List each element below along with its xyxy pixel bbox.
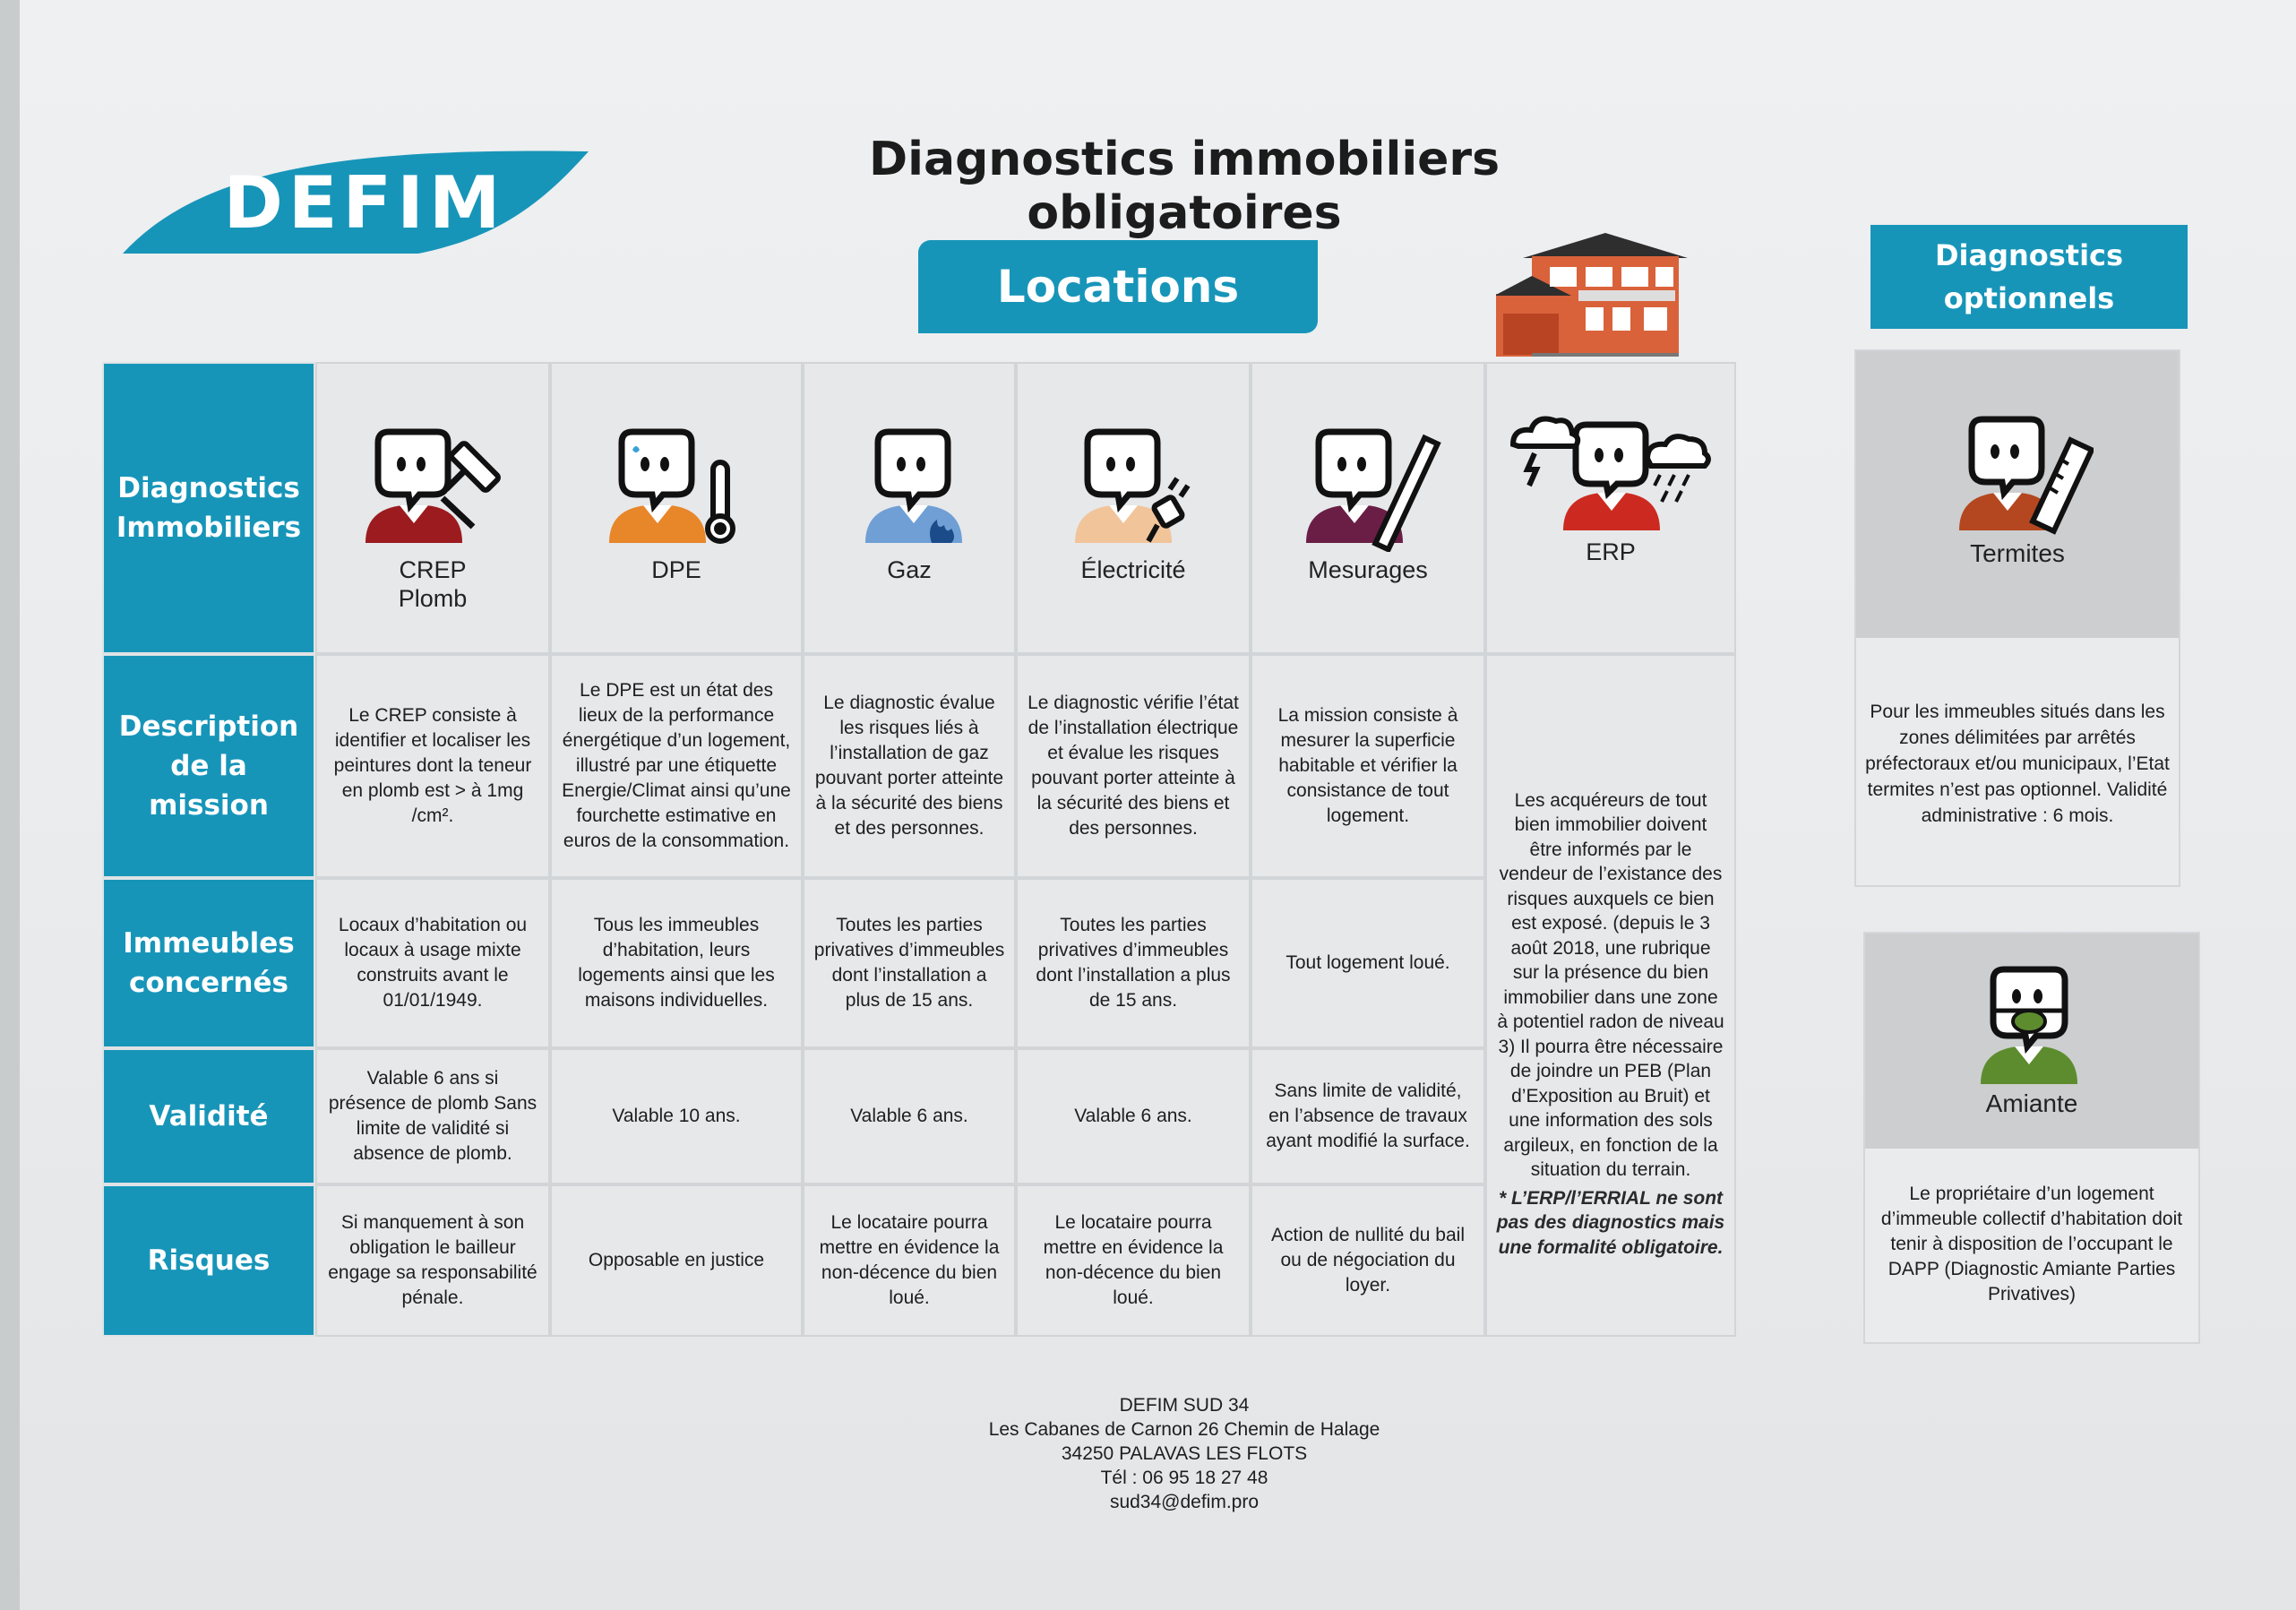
diag-label-gaz: Gaz [887, 556, 932, 583]
footer-phone: Tél : 06 95 18 27 48 [1100, 1468, 1268, 1488]
dpe-person-thermometer-icon [609, 428, 735, 544]
diag-label-dpe: DPE [651, 556, 701, 583]
validity-gaz: Valable 6 ans. [803, 1048, 1016, 1184]
footer-address: Les Cabanes de Carnon 26 Chemin de Halag… [988, 1419, 1380, 1440]
row-header-risques: Risques [102, 1184, 315, 1337]
diag-label-erp: ERP [1586, 538, 1636, 565]
row-header-validite: Validité [102, 1048, 315, 1184]
page-title: Diagnostics immobiliers obligatoires [868, 133, 1501, 240]
footer-city: 34250 PALAVAS LES FLOTS [1061, 1443, 1308, 1464]
amiante-text: Le propriétaire d’un logement d’immeuble… [1880, 1184, 2183, 1304]
defim-logo: DEFIM [123, 148, 589, 255]
validity-crep: Valable 6 ans si présence de plomb Sans … [315, 1048, 550, 1184]
row-header-description: Description de la mission [102, 654, 315, 878]
document-sheet: DEFIM Diagnostics immobiliers obligatoir… [20, 0, 2296, 1610]
footer-company: DEFIM SUD 34 [1119, 1395, 1250, 1416]
risks-electricite: Le locataire pourra mettre en évidence l… [1016, 1184, 1251, 1337]
validity-dpe: Valable 10 ans. [550, 1048, 803, 1184]
amiante-label: Amiante [1985, 1089, 2078, 1117]
termites-person-wood-icon [1959, 416, 2094, 535]
row-header-diagnostics: Diagnostics Immobiliers [102, 362, 315, 654]
buildings-crep: Locaux d’habitation ou locaux à usage mi… [315, 878, 550, 1048]
crep-person-roller-icon [365, 428, 501, 543]
footer-contact: DEFIM SUD 34 Les Cabanes de Carnon 26 Ch… [826, 1393, 1543, 1514]
description-dpe: Le DPE est un état des lieux de la perfo… [550, 654, 803, 878]
house-icon [1496, 233, 1688, 357]
mesurages-person-ruler-icon [1306, 428, 1441, 552]
risks-gaz: Le locataire pourra mettre en évidence l… [803, 1184, 1016, 1337]
diag-erp: ERP [1485, 362, 1736, 654]
buildings-gaz: Toutes les parties privatives d’immeuble… [803, 878, 1016, 1048]
diag-label-mesurages: Mesurages [1308, 556, 1428, 583]
erp-description-text: Les acquéreurs de tout bien immobilier d… [1497, 789, 1724, 1181]
termites-header: Termites [1856, 351, 2179, 638]
validity-electricite: Valable 6 ans. [1016, 1048, 1251, 1184]
termites-panel: Termites Pour les immeubles situés dans … [1854, 349, 2180, 887]
optional-diagnostics-title: Diagnostics optionnels [1870, 225, 2188, 329]
erp-note: * L’ERP/l’ERRIAL ne sont pas des diagnos… [1496, 1187, 1725, 1258]
locations-banner: Locations [918, 240, 1318, 333]
amiante-panel: Amiante Le propriétaire d’un logement d’… [1863, 932, 2200, 1344]
risks-crep: Si manquement à son obligation le baille… [315, 1184, 550, 1337]
erp-person-storm-icon [1509, 416, 1711, 530]
row-header-immeubles: Immeubles concernés [102, 878, 315, 1048]
description-erp: Les acquéreurs de tout bien immobilier d… [1485, 654, 1736, 1337]
diag-label-crep: CREP Plomb [398, 556, 468, 612]
description-electricite: Le diagnostic vérifie l’état de l’instal… [1016, 654, 1251, 878]
diag-mesurages: Mesurages [1251, 362, 1485, 654]
buildings-dpe: Tous les immeubles d’habitation, leurs l… [550, 878, 803, 1048]
footer-email[interactable]: sud34@defim.pro [1109, 1492, 1260, 1512]
termites-text: Pour les immeubles situés dans les zones… [1865, 701, 2170, 826]
diag-label-electricite: Électricité [1080, 556, 1186, 583]
description-gaz: Le diagnostic évalue les risques liés à … [803, 654, 1016, 878]
risks-dpe: Opposable en justice [550, 1184, 803, 1337]
buildings-mesurages: Tout logement loué. [1251, 878, 1485, 1048]
gaz-person-flame-icon [865, 428, 962, 543]
description-crep: Le CREP consiste à identifier et localis… [315, 654, 550, 878]
termites-label: Termites [1970, 539, 2065, 567]
amiante-header: Amiante [1865, 934, 2198, 1149]
buildings-electricite: Toutes les parties privatives d’immeuble… [1016, 878, 1251, 1048]
diag-gaz: Gaz [803, 362, 1016, 654]
electricite-person-plug-icon [1075, 428, 1191, 543]
diag-electricite: Électricité [1016, 362, 1251, 654]
diag-crep: CREP Plomb [315, 362, 550, 654]
logo-text: DEFIM [223, 161, 506, 245]
diag-dpe: DPE [550, 362, 803, 654]
validity-mesurages: Sans limite de validité, en l’absence de… [1251, 1048, 1485, 1184]
description-mesurages: La mission consiste à mesurer la superfi… [1251, 654, 1485, 878]
amiante-person-mask-icon [1981, 966, 2077, 1084]
risks-mesurages: Action de nullité du bail ou de négociat… [1251, 1184, 1485, 1337]
diagnostics-table: Diagnostics Immobiliers CREP Plomb [102, 362, 1736, 1337]
